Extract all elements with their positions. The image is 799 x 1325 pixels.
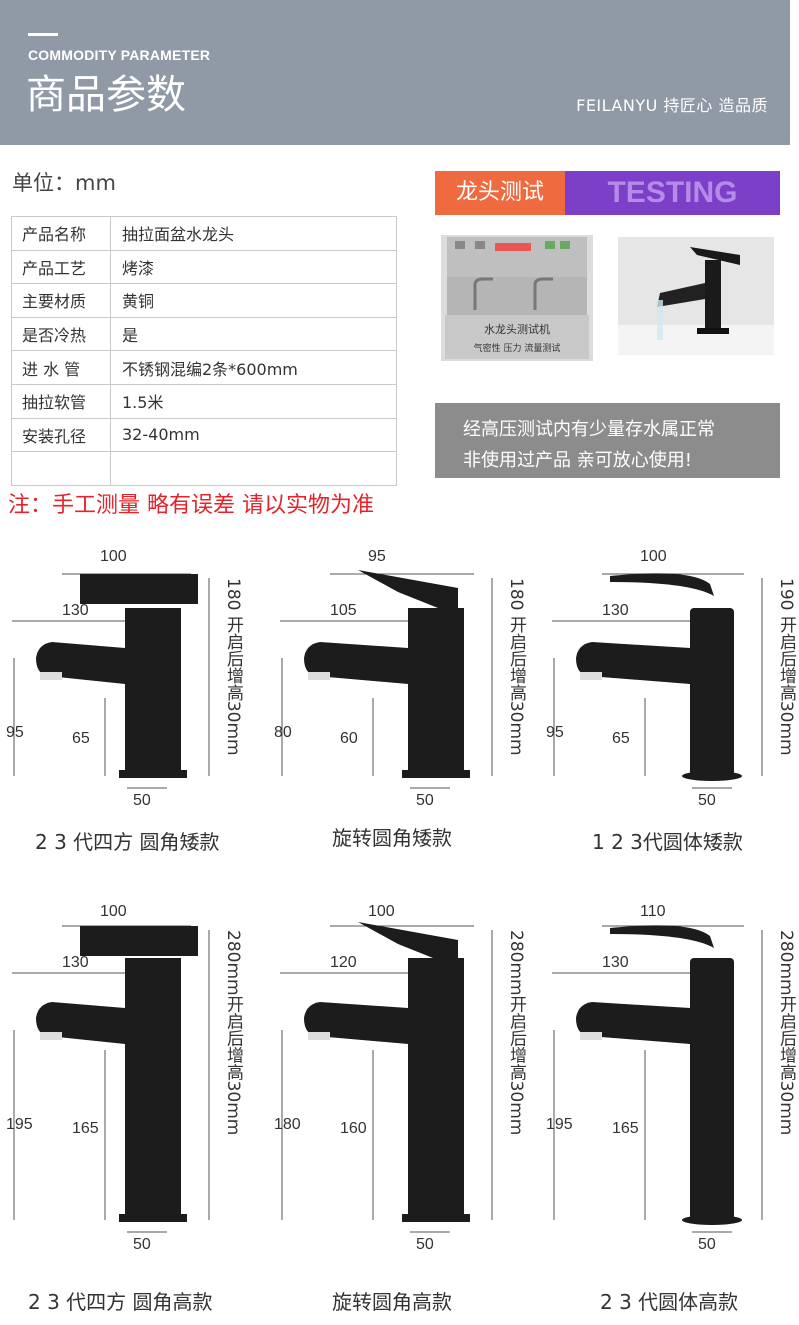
testing-label-en: TESTING	[565, 171, 780, 215]
dim-spout-length: 130	[62, 954, 89, 971]
dim-spout-length: 105	[330, 602, 357, 619]
dim-outlet-height: 95	[546, 724, 564, 741]
dim-spout-length: 130	[602, 954, 629, 971]
dim-total-height: 280mm开启后增高30mm	[776, 930, 796, 1136]
param-key: 是否冷热	[11, 316, 111, 352]
dim-spout-height: 65	[72, 730, 90, 747]
dim-top-width: 110	[640, 903, 666, 920]
faucet-body	[36, 574, 198, 778]
machine-text: 水龙头测试机	[484, 322, 550, 336]
header-title: 商品参数	[26, 72, 186, 118]
param-value: 抽拉面盆水龙头	[110, 216, 397, 251]
faucet-diagram	[280, 922, 493, 1233]
param-value: 不锈钢混编2条*600mm	[110, 350, 397, 385]
dim-base-width: 50	[698, 1236, 716, 1253]
param-key: 主要材质	[11, 283, 111, 318]
dim-outlet-height: 180	[274, 1116, 301, 1133]
dim-spout-height: 165	[72, 1120, 99, 1137]
testing-panel: 龙头测试 TESTING 水龙头测试机 气密性 压力 流量测试	[435, 171, 780, 478]
testing-label-cn: 龙头测试	[435, 171, 565, 215]
faucet-body	[576, 925, 742, 1225]
param-table: 产品名称抽拉面盆水龙头 产品工艺烤漆 主要材质黄铜 是否冷热是 进 水 管不锈钢…	[11, 216, 397, 486]
dim-top-width: 100	[100, 903, 127, 920]
param-key	[11, 451, 111, 486]
param-key: 安装孔径	[11, 417, 111, 453]
dim-base-width: 50	[133, 792, 151, 809]
param-value: 1.5米	[110, 383, 397, 419]
header-accent-bar	[28, 33, 58, 36]
param-key: 进 水 管	[11, 350, 111, 385]
dim-spout-length: 120	[330, 954, 357, 971]
dim-outlet-height: 80	[274, 724, 292, 741]
header-brand: FEILANYU 持匠心 造品质	[576, 96, 768, 115]
dim-total-height: 190 开启后增高30mm	[776, 578, 796, 756]
machine-sub-text: 气密性 压力 流量测试	[474, 342, 561, 354]
dim-total-height: 180 开启后增高30mm	[506, 578, 526, 756]
dim-spout-height: 165	[612, 1120, 639, 1137]
model-caption: 旋转圆角高款	[332, 1290, 452, 1314]
unit-label: 单位：mm	[12, 171, 116, 195]
faucet-diagram	[12, 573, 210, 789]
dim-top-width: 95	[368, 548, 386, 565]
faucet-diagram	[552, 925, 763, 1233]
faucet-body	[576, 573, 742, 781]
faucet-diagram	[12, 925, 210, 1233]
dim-outlet-height: 195	[546, 1116, 573, 1133]
faucet-body	[36, 926, 198, 1222]
dim-top-width: 100	[640, 548, 667, 565]
dim-spout-height: 65	[612, 730, 630, 747]
dim-total-height: 180 开启后增高30mm	[223, 578, 243, 756]
model-caption: 旋转圆角矮款	[332, 826, 452, 850]
dim-base-width: 50	[133, 1236, 151, 1253]
dim-spout-height: 160	[340, 1120, 367, 1137]
dim-base-width: 50	[698, 792, 716, 809]
testing-note: 经高压测试内有少量存水属正常 非使用过产品 亲可放心使用!	[435, 403, 780, 478]
dim-spout-length: 130	[62, 602, 89, 619]
param-key: 产品工艺	[11, 249, 111, 285]
faucet-photo	[618, 237, 774, 355]
test-machine-photo: 水龙头测试机 气密性 压力 流量测试	[441, 235, 593, 361]
model-caption: 1 2 3代圆体矮款	[592, 830, 743, 854]
param-value: 32-40mm	[110, 417, 397, 453]
dim-base-width: 50	[416, 792, 434, 809]
table-row: 是否冷热是	[11, 316, 397, 352]
dim-base-width: 50	[416, 1236, 434, 1253]
faucet-body	[304, 570, 470, 778]
model-caption: 2 3 代四方 圆角高款	[28, 1290, 213, 1314]
table-row: 进 水 管不锈钢混编2条*600mm	[11, 350, 397, 385]
dim-total-height: 280mm开启后增高30mm	[223, 930, 243, 1136]
param-value: 烤漆	[110, 249, 397, 285]
testing-note-line1: 经高压测试内有少量存水属正常	[463, 419, 715, 440]
dim-spout-height: 60	[340, 730, 358, 747]
model-caption: 2 3 代四方 圆角矮款	[35, 830, 220, 854]
table-row: 产品工艺烤漆	[11, 249, 397, 285]
measurement-warning: 注：手工测量 略有误差 请以实物为准	[8, 493, 374, 518]
dim-total-height: 280mm开启后增高30mm	[506, 930, 526, 1136]
dim-top-width: 100	[100, 548, 127, 565]
param-value: 是	[110, 316, 397, 352]
table-row	[11, 451, 397, 486]
testing-photos: 水龙头测试机 气密性 压力 流量测试	[435, 215, 780, 365]
table-row: 主要材质黄铜	[11, 283, 397, 318]
dim-outlet-height: 195	[6, 1116, 33, 1133]
faucet-diagram	[280, 570, 493, 789]
dim-spout-length: 130	[602, 602, 629, 619]
header-subtitle: COMMODITY PARAMETER	[28, 47, 211, 63]
param-value: 黄铜	[110, 283, 397, 318]
table-row: 产品名称抽拉面盆水龙头	[11, 216, 397, 251]
header-banner: COMMODITY PARAMETER 商品参数 FEILANYU 持匠心 造品…	[0, 0, 790, 145]
testing-note-line2: 非使用过产品 亲可放心使用!	[463, 450, 692, 471]
dim-outlet-height: 95	[6, 724, 24, 741]
faucet-body	[304, 922, 470, 1222]
model-caption: 2 3 代圆体高款	[600, 1290, 739, 1314]
param-value	[110, 451, 397, 486]
faucet-diagram	[552, 573, 763, 789]
param-key: 产品名称	[11, 216, 111, 251]
dim-top-width: 100	[368, 903, 395, 920]
param-key: 抽拉软管	[11, 383, 111, 419]
